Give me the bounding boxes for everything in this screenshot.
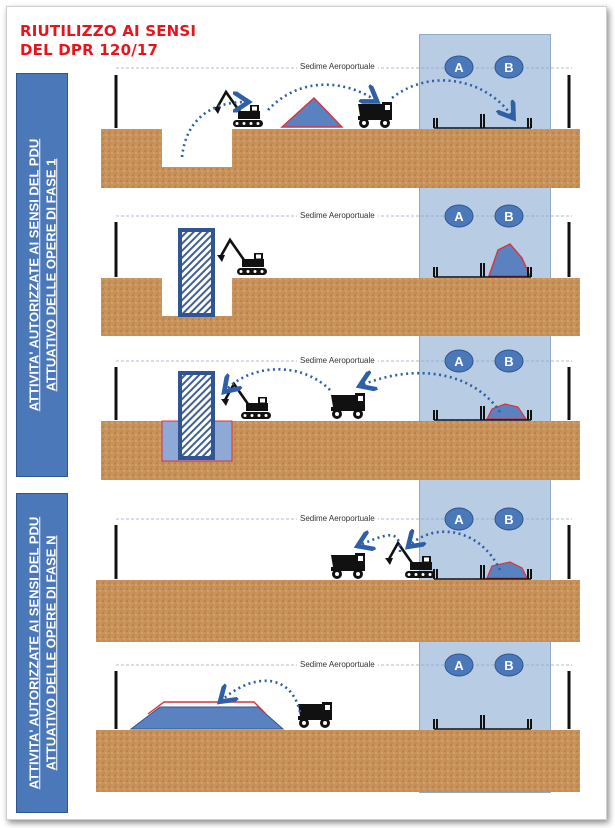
scene-3: [101, 360, 580, 480]
boundary-label-1: Sedime Aeroportuale: [297, 62, 378, 71]
scene-2: [101, 215, 580, 336]
scene-4: [96, 518, 580, 642]
zone-a-marker-5: A: [454, 658, 464, 673]
zone-b-marker-4: B: [504, 512, 513, 527]
zone-a-marker-4: A: [454, 512, 464, 527]
side-band-phase-n: ATTIVITA' AUTORIZZATE AI SENSI DEL PDU A…: [16, 493, 68, 813]
zone-a-marker-1: A: [454, 60, 464, 75]
boundary-label-5: Sedime Aeroportuale: [297, 660, 378, 669]
zone-b-marker-2: B: [504, 209, 513, 224]
zone-b-marker-5: B: [504, 658, 513, 673]
zone-a-marker-3: A: [454, 354, 464, 369]
side-band-phase-1: ATTIVITA' AUTORIZZATE AI SENSI DEL PDU A…: [16, 73, 68, 477]
title-line-2: DEL DPR 120/17: [20, 41, 159, 59]
zone-b-marker-1: B: [504, 60, 513, 75]
zone-a-marker-2: A: [454, 209, 464, 224]
zone-markers: [444, 55, 524, 677]
boundary-label-3: Sedime Aeroportuale: [297, 356, 378, 365]
scene-5: [96, 664, 580, 792]
zone-b-marker-3: B: [504, 354, 513, 369]
title-line-1: RIUTILIZZO AI SENSI: [20, 22, 197, 40]
boundary-label-2: Sedime Aeroportuale: [297, 211, 378, 220]
boundary-label-4: Sedime Aeroportuale: [297, 514, 378, 523]
scene-1: [101, 67, 580, 188]
